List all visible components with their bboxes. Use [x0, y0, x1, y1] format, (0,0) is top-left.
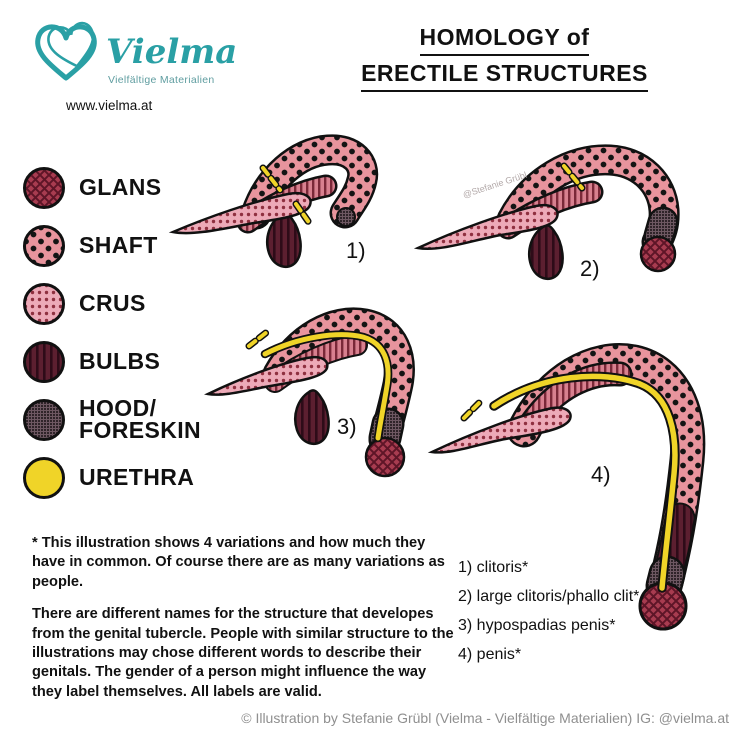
legend-item-crus: CRUS [22, 282, 201, 326]
glans-swatch-icon [23, 167, 65, 209]
legend-label: GLANS [79, 174, 162, 201]
notes-block: * This illustration shows 4 variations a… [32, 534, 460, 702]
bulb-teardrop [293, 389, 330, 446]
figure-1-number: 1) [346, 238, 366, 263]
cut-marker-yellow [562, 164, 584, 190]
hood-swatch-icon [23, 399, 65, 441]
cut-marker-yellow [462, 398, 484, 420]
bulb-teardrop [265, 212, 302, 269]
variation-list: 1) clitoris* 2) large clitoris/phallo cl… [458, 560, 639, 676]
glans-ball [639, 235, 677, 273]
figure-2-number: 2) [580, 256, 600, 281]
legend-item-hood-foreskin: HOOD/ FORESKIN [22, 395, 202, 443]
footer-credit: © Illustration by Stefanie Grübl (Vielma… [241, 710, 729, 726]
urethra-line [491, 373, 678, 591]
figure-4-number: 4) [591, 462, 611, 487]
brand-website: www.vielma.at [66, 98, 153, 113]
legend-item-urethra: URETHRA [22, 456, 201, 500]
figure-3-number: 3) [337, 414, 357, 439]
vielma-heart-logo-icon [35, 21, 97, 81]
legend: GLANS SHAFT CRUS BULBS HOOD/ FORESKIN [22, 166, 201, 500]
crus-shape [203, 355, 329, 396]
title-line-1: HOMOLOGY of [419, 24, 590, 56]
variation-item-3: 3) hypospadias penis* [458, 617, 616, 634]
crus-swatch-icon [23, 283, 65, 325]
legend-label: BULBS [79, 348, 161, 375]
note-paragraph-2: There are different names for the struct… [32, 606, 454, 700]
hood-body [646, 209, 676, 249]
urethra-line [262, 332, 391, 441]
page-title: HOMOLOGY of ERECTILE STRUCTURES [352, 24, 657, 96]
variation-item-1: 1) clitoris* [458, 559, 529, 576]
hood-body [371, 410, 402, 452]
urethra-swatch-icon [23, 457, 65, 499]
cut-marker-yellow [261, 166, 282, 192]
crus-shape [413, 204, 559, 250]
bulb-teardrop [527, 224, 564, 281]
variation-item-2: 2) large clitoris/phallo clit* [458, 588, 640, 605]
note-paragraph-1: * This illustration shows 4 variations a… [32, 535, 445, 590]
cut-marker-2-yellow [294, 202, 312, 226]
crus-shape [168, 192, 312, 235]
variation-item-4: 4) penis* [458, 646, 522, 663]
brand-block: Vielma Vielfältige Materialien www.vielm… [26, 10, 238, 120]
shaft-swatch-icon [23, 225, 65, 267]
brand-tagline: Vielfältige Materialien [108, 74, 215, 86]
legend-item-glans: GLANS [22, 166, 201, 210]
legend-label: CRUS [79, 290, 146, 317]
figure-3-hypospadias-illustration [203, 307, 415, 478]
legend-item-shaft: SHAFT [22, 224, 201, 268]
cut-marker-yellow [247, 330, 269, 348]
legend-label: SHAFT [79, 232, 158, 259]
legend-item-bulbs: BULBS [22, 340, 201, 384]
hood-tip [336, 207, 356, 227]
title-line-2: ERECTILE STRUCTURES [361, 60, 648, 92]
shaft-body [243, 136, 376, 227]
legend-label: URETHRA [79, 464, 195, 491]
legend-label: HOOD/ FORESKIN [79, 395, 202, 443]
bulbs-swatch-icon [23, 341, 65, 383]
figure-2-large-clitoris-illustration: @Stefanie Grübl [413, 144, 680, 281]
brand-name: Vielma [106, 32, 238, 72]
figure-4-penis-illustration [427, 343, 706, 631]
crus-shape [427, 406, 572, 454]
figure-1-clitoris-illustration [168, 134, 379, 269]
glans-ball [364, 436, 406, 478]
